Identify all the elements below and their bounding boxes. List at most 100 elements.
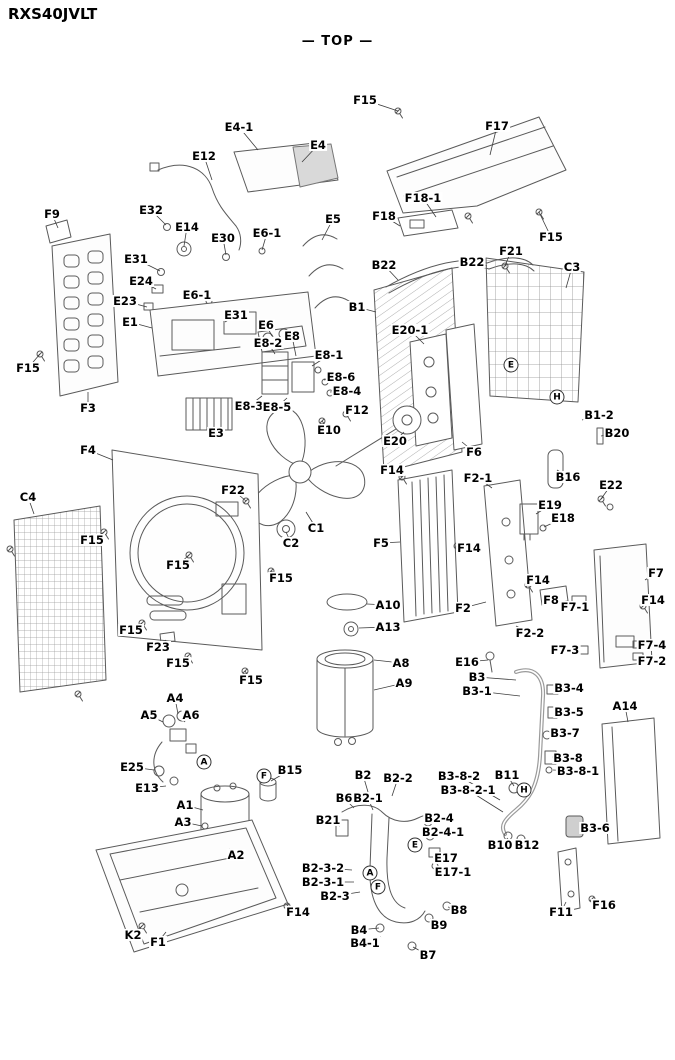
part-label-b11: B11 [493, 767, 521, 782]
part-label-f8: F8 [542, 592, 560, 607]
part-label-f22: F22 [220, 482, 246, 497]
part-label-e4: E4 [309, 137, 327, 152]
part-partition-plate [483, 479, 533, 627]
part-label-f1: F1 [149, 934, 167, 949]
part-label-b2-1: B2-1 [352, 790, 384, 805]
part-label-f5: F5 [372, 535, 390, 550]
part-label-b2-4: B2-4 [423, 810, 455, 825]
part-label-f7-4: F7-4 [636, 637, 668, 652]
part-label-e12: E12 [191, 148, 217, 163]
part-label-b3-8: B3-8 [552, 750, 584, 765]
callout-f: F [370, 879, 386, 895]
part-label-b3-6: B3-6 [579, 820, 611, 835]
part-label-b3-7: B3-7 [549, 725, 581, 740]
callout-h: H [516, 782, 532, 798]
part-label-f7-3: F7-3 [549, 642, 581, 657]
part-pipe-bracket [557, 847, 581, 913]
part-label-e17: E17 [433, 850, 459, 865]
part-label-f15: F15 [118, 622, 144, 637]
part-label-a13: A13 [374, 619, 402, 634]
part-corner-bracket [45, 219, 72, 244]
part-label-f2: F2 [454, 600, 472, 615]
part-label-e8-6: E8-6 [325, 369, 357, 384]
part-label-e22: E22 [598, 477, 624, 492]
part-label-f7-1: F7-1 [559, 599, 591, 614]
part-label-a5: A5 [139, 707, 159, 722]
part-electrical-small-parts [143, 223, 266, 327]
part-label-e18: E18 [550, 510, 576, 525]
part-label-b21: B21 [314, 812, 342, 827]
part-protector-plate [601, 717, 661, 845]
view-label: — TOP — [301, 34, 374, 49]
part-label-e24: E24 [128, 273, 154, 288]
part-label-f4: F4 [79, 442, 97, 457]
part-support-plate [445, 323, 483, 451]
part-label-c3: C3 [562, 259, 582, 274]
part-label-e4-1: E4-1 [223, 119, 255, 134]
part-label-f6: F6 [465, 444, 483, 459]
part-sound-blanket [316, 649, 374, 746]
part-label-b3-8-2: B3-8-2 [436, 768, 482, 783]
part-inner-panel [397, 469, 459, 623]
part-label-e32: E32 [138, 202, 164, 217]
part-label-b1: B1 [347, 299, 367, 314]
part-label-f15: F15 [15, 360, 41, 375]
part-label-e8-2: E8-2 [252, 335, 284, 350]
part-wire-harness [149, 162, 242, 251]
part-label-b2-2: B2-2 [382, 770, 414, 785]
part-label-e8-5: E8-5 [261, 399, 293, 414]
part-label-f14: F14 [640, 592, 666, 607]
part-label-a2: A2 [226, 847, 246, 862]
part-label-e6-1: E6-1 [181, 287, 213, 302]
part-label-f21: F21 [498, 243, 524, 258]
part-label-e31: E31 [123, 251, 149, 266]
part-label-b6: B6 [334, 790, 354, 805]
part-label-a4: A4 [165, 690, 185, 705]
part-label-c1: C1 [306, 520, 326, 535]
part-label-e13: E13 [134, 780, 160, 795]
part-label-f2-2: F2-2 [514, 625, 546, 640]
part-top-cover [386, 116, 567, 214]
part-label-b9: B9 [429, 917, 449, 932]
part-board-f18 [397, 209, 459, 237]
part-label-e6: E6 [257, 317, 275, 332]
part-label-f15: F15 [79, 532, 105, 547]
part-label-e25: E25 [119, 759, 145, 774]
part-label-f11: F11 [548, 904, 574, 919]
part-label-e17-1: E17-1 [433, 864, 473, 879]
part-label-b20: B20 [603, 425, 631, 440]
callout-a: A [196, 754, 212, 770]
part-label-e10: E10 [316, 422, 342, 437]
part-label-b15: B15 [276, 762, 304, 777]
part-label-e6-1: E6-1 [251, 225, 283, 240]
part-label-b2-3: B2-3 [319, 888, 351, 903]
part-propeller-fan [241, 407, 373, 533]
part-label-f18: F18 [371, 208, 397, 223]
part-label-b7: B7 [418, 947, 438, 962]
callout-e: E [503, 357, 519, 373]
part-label-f15: F15 [165, 655, 191, 670]
part-label-b3-8-2-1: B3-8-2-1 [439, 782, 497, 797]
part-label-b3-1: B3-1 [461, 683, 493, 698]
part-label-b3-4: B3-4 [553, 680, 585, 695]
part-grommet [606, 503, 614, 511]
part-label-e8: E8 [283, 328, 301, 343]
part-label-f9: F9 [43, 206, 61, 221]
part-front-grille [13, 505, 107, 693]
part-label-b3: B3 [467, 669, 487, 684]
part-handles [302, 234, 350, 309]
part-label-e20: E20 [382, 433, 408, 448]
part-label-a1: A1 [175, 797, 195, 812]
part-label-b10: B10 [486, 837, 514, 852]
part-label-e8-1: E8-1 [313, 347, 345, 362]
part-fan-motor [335, 405, 422, 467]
model-number: RXS40JVLT [8, 5, 98, 23]
part-label-e20-1: E20-1 [390, 322, 430, 337]
part-label-f15: F15 [238, 672, 264, 687]
part-receiver [547, 449, 564, 489]
part-label-b1-2: B1-2 [583, 407, 615, 422]
part-label-a10: A10 [374, 597, 402, 612]
part-side-panel-louvered [51, 233, 119, 397]
